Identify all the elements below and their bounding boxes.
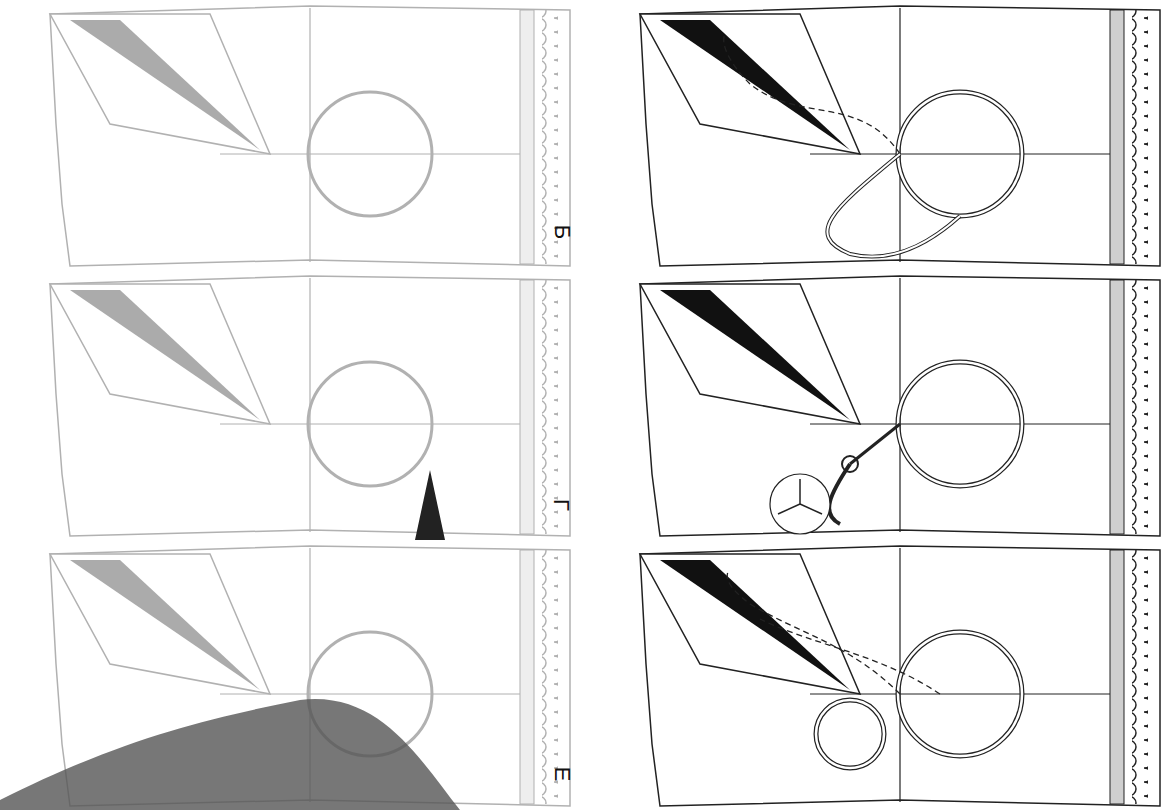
scan-smudge [415, 470, 445, 540]
panel-letter: Б [551, 225, 573, 239]
panel-g [640, 276, 1160, 536]
panel-e [640, 546, 1160, 806]
panel-letter: Г [550, 499, 572, 511]
panel-b [640, 6, 1160, 266]
scan-smudge [0, 699, 460, 810]
faded-panels [50, 6, 570, 806]
panel-letter: Е [551, 766, 573, 781]
